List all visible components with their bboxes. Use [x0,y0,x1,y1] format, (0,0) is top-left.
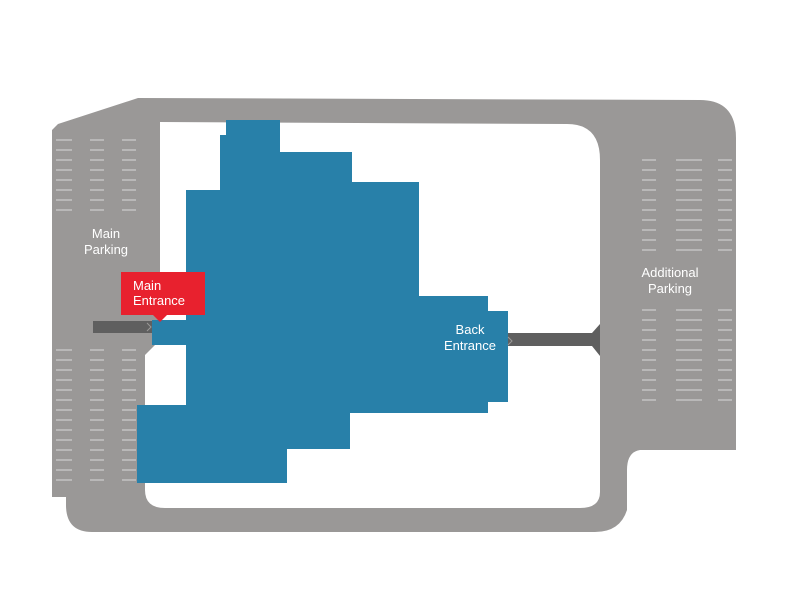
main-entrance-callout: Main Entrance [121,272,205,315]
door-icon [146,322,513,346]
parking-stalls-left [56,139,136,481]
back-entrance-walkway [508,324,600,356]
main-parking-line-1: Main [91,226,121,241]
additional-parking-line-1: Additional [641,265,699,280]
parking-stalls-right [642,159,732,401]
main-entrance-line-1: Main [133,278,162,293]
callout-pointer-icon [152,314,168,322]
main-parking-label: Main Parking [66,226,146,258]
additional-parking-label: Additional Parking [626,265,714,297]
main-parking-line-2: Parking [83,242,129,257]
back-entrance-line-1: Back [455,322,485,337]
main-entrance-line-2: Entrance [133,293,186,308]
back-entrance-label: Back Entrance [432,322,508,354]
back-entrance-line-2: Entrance [443,338,497,353]
main-entrance-walkway [93,321,153,333]
parking-lot [52,98,736,532]
building [137,120,508,483]
additional-parking-line-2: Parking [647,281,693,296]
